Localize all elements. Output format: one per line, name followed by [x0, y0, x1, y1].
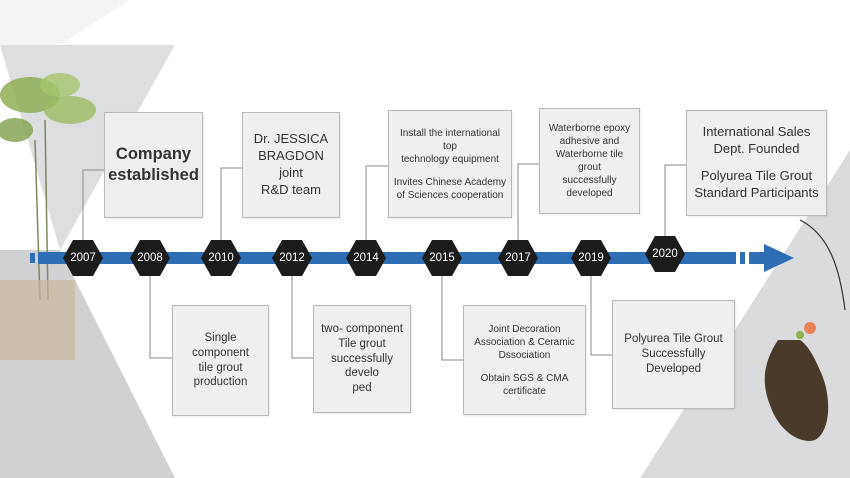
box-text: International Sales — [702, 124, 811, 140]
box-text: BRAGDON joint — [258, 148, 324, 180]
year-marker-2014: 2014 — [345, 239, 387, 277]
milestone-box-2008: Single component tile grout production — [172, 305, 269, 416]
year-label: 2012 — [279, 252, 305, 264]
box-text: Successfully Developed — [641, 348, 706, 375]
box-text: Joint Decoration — [488, 323, 561, 335]
box-text: Dept. Founded — [713, 141, 800, 157]
plant-decoration-left — [0, 73, 96, 360]
box-text: Dr. JESSICA — [253, 131, 329, 147]
box-text: Obtain SGS & CMA — [480, 372, 569, 384]
connector-lines — [82, 163, 686, 361]
box-text: successfully developed — [562, 175, 617, 199]
box-text: of Sciences cooperation — [396, 189, 504, 201]
box-text: Waterborne epoxy — [548, 123, 631, 134]
hexagon-shape — [201, 240, 241, 276]
box-text: Polyurea Tile Grout — [624, 333, 723, 346]
box-text: adhesive and — [559, 136, 620, 147]
hexagon-shape — [272, 240, 312, 276]
box-text: Association & Ceramic — [474, 336, 575, 348]
year-label: 2014 — [353, 252, 379, 264]
box-text: two- component — [321, 322, 403, 335]
year-label: 2010 — [208, 252, 234, 264]
milestone-box-2007: Company established — [104, 112, 203, 218]
hexagon-shape — [422, 240, 462, 276]
year-marker-2008: 2008 — [129, 239, 171, 277]
box-text: Invites Chinese Academy — [393, 176, 507, 188]
hexagon-shape — [346, 240, 386, 276]
year-label: 2007 — [70, 252, 96, 264]
box-text: Install the international top — [399, 127, 501, 152]
year-marker-2017: 2017 — [497, 239, 539, 277]
box-text: ped — [352, 382, 372, 395]
box-text: R&D team — [261, 181, 321, 197]
year-label: 2019 — [578, 252, 604, 264]
vase-decoration-right — [764, 219, 846, 441]
hexagon-shape — [645, 236, 685, 272]
year-marker-2015: 2015 — [421, 239, 463, 277]
year-label: 2020 — [652, 248, 678, 260]
year-label: 2017 — [505, 252, 531, 264]
hexagon-shape — [498, 240, 538, 276]
box-text: certificate — [503, 385, 546, 397]
box-text: Dssociation — [498, 349, 551, 361]
box-text: successfully develo — [331, 352, 393, 380]
year-marker-2007: 2007 — [62, 239, 104, 277]
hexagon-shape — [63, 240, 103, 276]
box-text: Company — [115, 144, 192, 163]
box-text: Waterborne tile grout — [555, 149, 624, 173]
box-text: tile grout — [198, 361, 243, 374]
year-marker-2010: 2010 — [200, 239, 242, 277]
year-label: 2015 — [429, 252, 455, 264]
box-text: Standard Participants — [694, 184, 819, 200]
year-marker-2019: 2019 — [570, 239, 612, 277]
box-text: Single component — [192, 331, 249, 359]
hexagon-shape — [571, 240, 611, 276]
year-marker-2020: 2020 — [644, 235, 686, 273]
year-label: 2008 — [137, 252, 163, 264]
box-text: Polyurea Tile Grout — [700, 168, 813, 183]
box-text: established — [108, 166, 199, 184]
box-text: production — [193, 376, 248, 389]
box-text: Tile grout — [338, 337, 386, 350]
hexagon-shape — [130, 240, 170, 276]
year-marker-2012: 2012 — [271, 239, 313, 277]
box-text: technology equipment — [401, 153, 499, 165]
